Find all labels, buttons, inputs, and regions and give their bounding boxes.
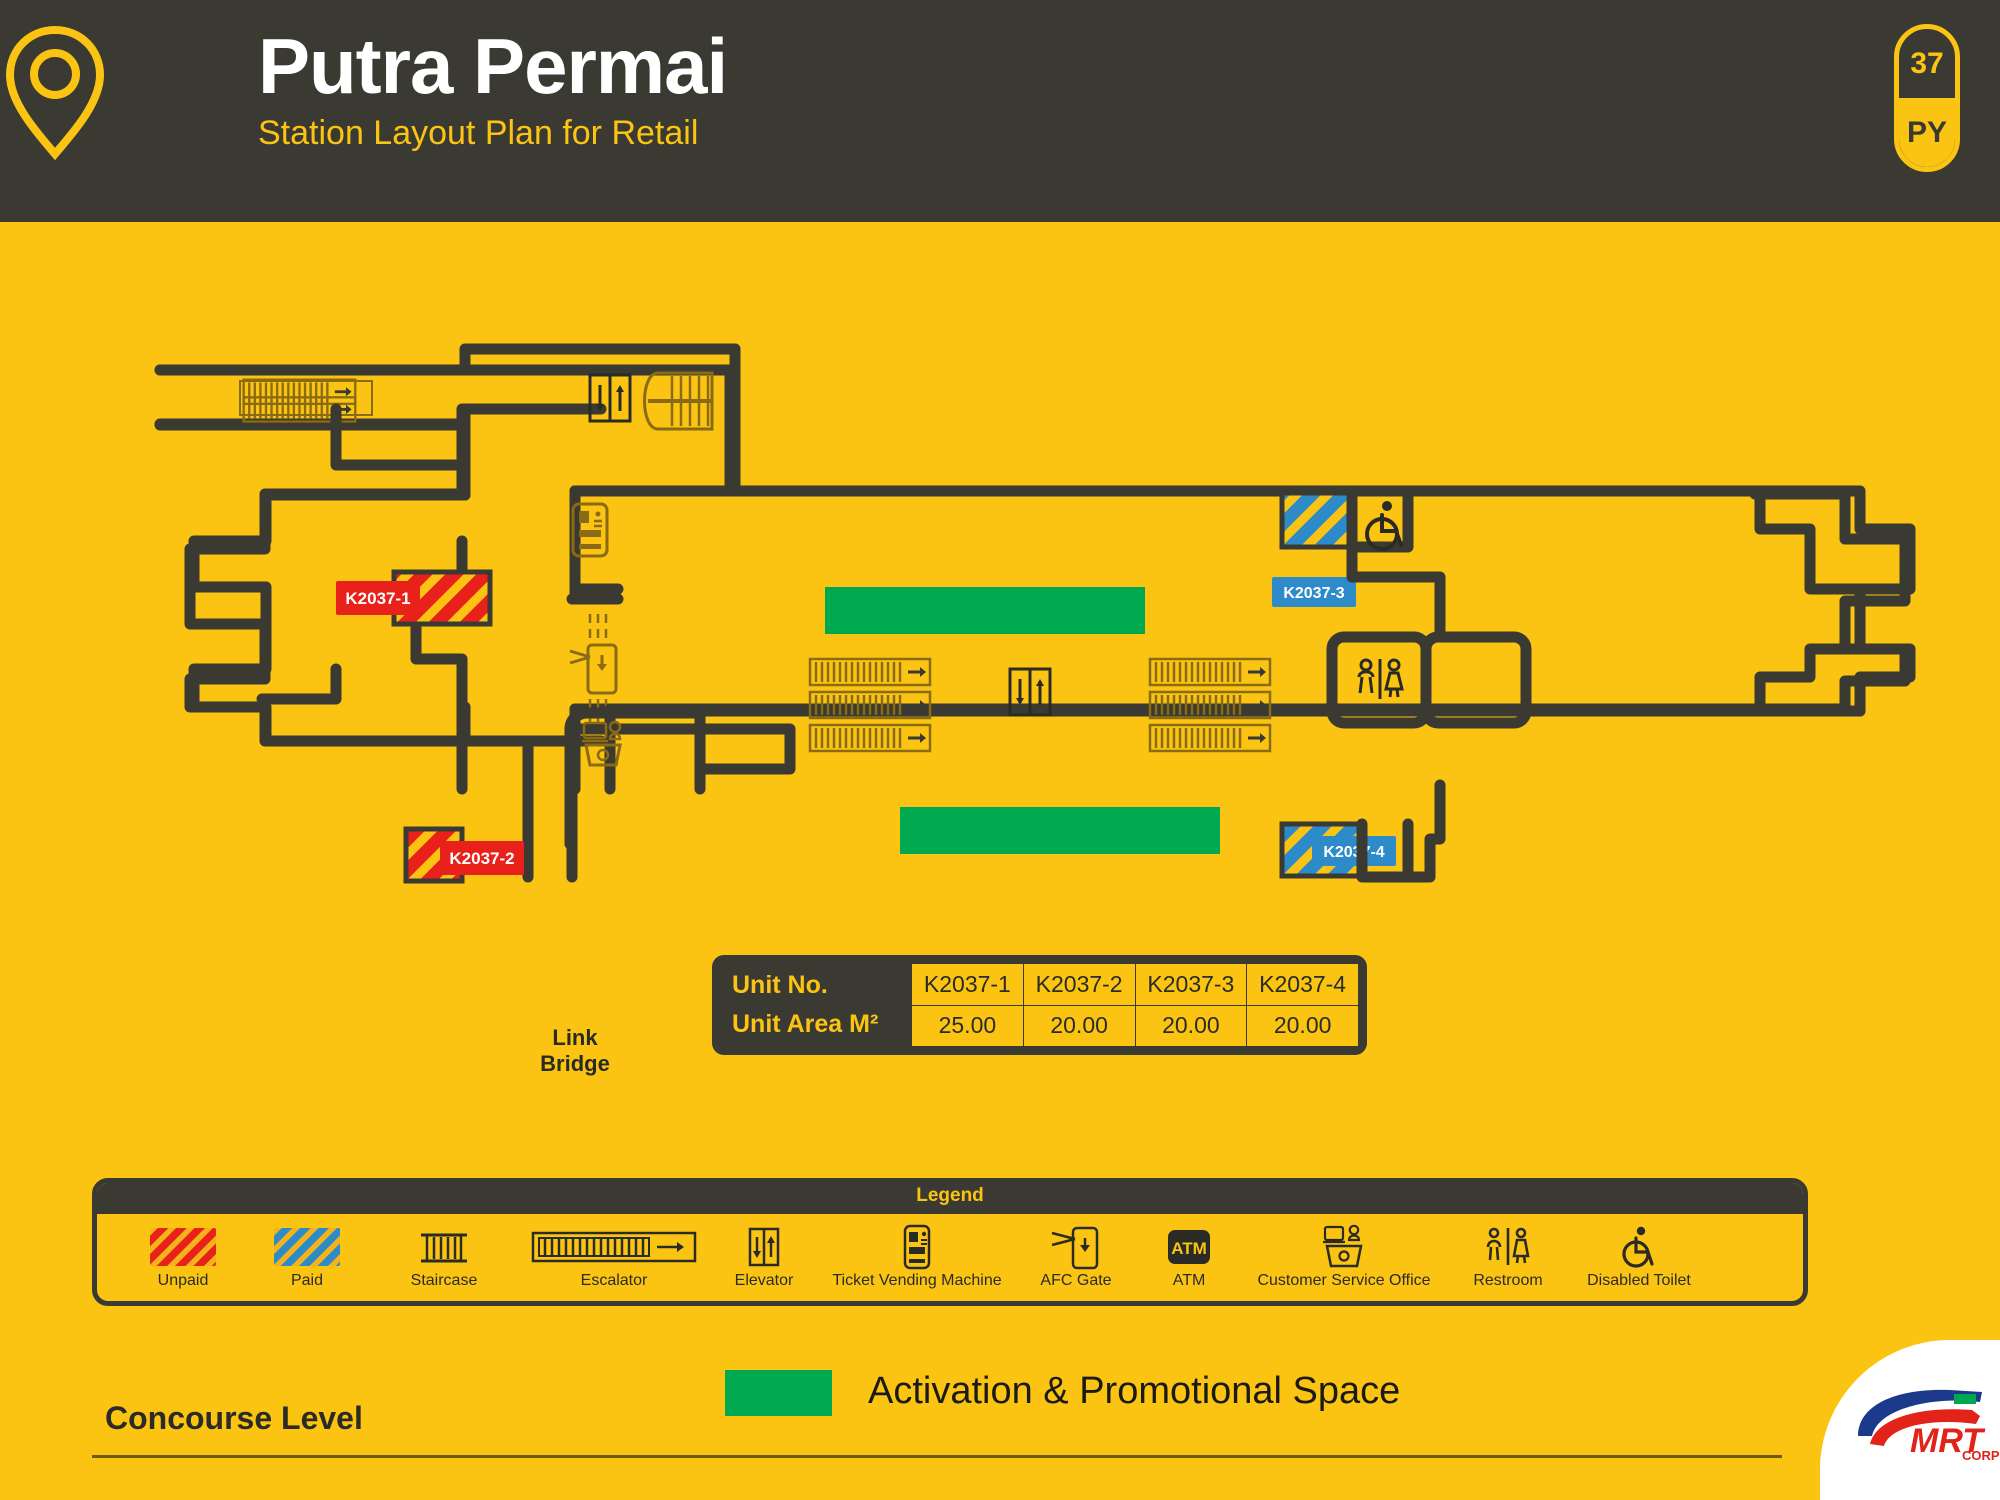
- page-title: Putra Permai: [258, 22, 728, 110]
- legend-item-elevator: Elevator: [709, 1220, 819, 1290]
- elevator-icon: [742, 1226, 786, 1268]
- legend-label: Elevator: [734, 1272, 794, 1289]
- mrt-corp-text: CORP: [1962, 1448, 2000, 1463]
- link-bridge-label: Link Bridge: [540, 1025, 610, 1077]
- unit-no-cell: K2037-4: [1247, 964, 1358, 1006]
- legend-item-afc-gate: AFC Gate: [1015, 1220, 1137, 1290]
- unit-K2037-1-label: K2037-1: [345, 589, 410, 608]
- promo-block-bottom: [900, 807, 1220, 854]
- unit-K2037-3-label-bg: [1272, 577, 1356, 607]
- title-block: Putra Permai Station Layout Plan for Ret…: [258, 22, 728, 153]
- mrt-logo-graphic: MRT CORP: [1858, 1389, 2000, 1463]
- atm-icon: ATM: [1163, 1226, 1215, 1268]
- unit-table-column: K2037-4 20.00: [1246, 964, 1358, 1046]
- station-floor-plan: K2037-1 K2037-2 K2037-3 K2037-4 ATM Link…: [0, 229, 2000, 1076]
- legend-item-unpaid: Unpaid: [121, 1220, 245, 1290]
- station-code-badge: 37 PY: [1894, 24, 1960, 172]
- staircase-icon: [420, 1226, 468, 1268]
- unit-table-grid: K2037-1 25.00 K2037-2 20.00 K2037-3 20.0…: [912, 964, 1358, 1046]
- legend-title: Legend: [97, 1183, 1803, 1214]
- legend-item-escalator: Escalator: [519, 1220, 709, 1290]
- legend-items: Unpaid Paid: [97, 1214, 1803, 1296]
- unit-no-cell: K2037-2: [1023, 964, 1135, 1006]
- unit-table-column: K2037-3 20.00: [1134, 964, 1247, 1046]
- page-header: Putra Permai Station Layout Plan for Ret…: [0, 0, 2000, 222]
- promo-space-label: Activation & Promotional Space: [868, 1370, 1401, 1412]
- unpaid-hatch-swatch: [150, 1226, 216, 1268]
- location-pin-icon: [5, 25, 105, 161]
- afc-gate-icon: [1049, 1226, 1103, 1270]
- unit-K2037-2-label-bg: [440, 841, 524, 875]
- restroom-icon: [1483, 1226, 1533, 1268]
- unit-K2037-4-label-bg: [1312, 836, 1396, 866]
- unit-area-label: Unit Area M²: [732, 1010, 879, 1038]
- legend-label: Restroom: [1473, 1272, 1543, 1289]
- header-underline: [0, 222, 2000, 229]
- legend-label: Unpaid: [157, 1272, 209, 1289]
- legend-label: Paid: [290, 1272, 324, 1289]
- svg-text:ATM: ATM: [1171, 1239, 1207, 1258]
- ticket-vending-machine-icon: [898, 1224, 936, 1270]
- escalator-upper-left: [239, 378, 373, 423]
- unit-table-row-labels: Unit No. Unit Area M²: [712, 955, 912, 1055]
- station-code: PY: [1899, 98, 1955, 167]
- legend-item-atm: ATM ATM: [1137, 1220, 1241, 1290]
- legend-item-paid: Paid: [245, 1220, 369, 1290]
- legend-item-disabled-toilet: Disabled Toilet: [1569, 1220, 1709, 1290]
- unit-no-cell: K2037-1: [912, 964, 1023, 1006]
- footer-divider: [92, 1455, 1782, 1458]
- restroom-icon-map: [1357, 657, 1404, 701]
- legend-label: ATM: [1172, 1272, 1206, 1289]
- unit-area-cell: 20.00: [1247, 1005, 1358, 1046]
- legend-panel: Legend Unpaid: [92, 1178, 1808, 1306]
- station-number: 37: [1910, 46, 1944, 80]
- concourse-level-label: Concourse Level: [105, 1400, 363, 1436]
- unit-no-cell: K2037-3: [1135, 964, 1247, 1006]
- link-bridge-walls: [522, 738, 578, 883]
- promo-block-top: [825, 587, 1145, 634]
- mrt-corp-logo: MRT CORP: [1810, 1330, 2000, 1500]
- legend-item-restroom: Restroom: [1447, 1220, 1569, 1290]
- mrt-wordmark: MRT: [1910, 1422, 1986, 1460]
- legend-item-cso: Customer Service Office: [1241, 1220, 1447, 1290]
- unit-area-cell: 20.00: [1023, 1005, 1135, 1046]
- unit-no-label: Unit No.: [732, 971, 828, 1000]
- paid-hatch-swatch: [274, 1226, 340, 1268]
- unit-area-cell: 25.00: [912, 1005, 1023, 1046]
- legend-item-tvm: Ticket Vending Machine: [819, 1220, 1015, 1290]
- legend-label: Escalator: [580, 1272, 648, 1289]
- page-subtitle: Station Layout Plan for Retail: [258, 113, 699, 152]
- legend-label: AFC Gate: [1040, 1272, 1112, 1289]
- disabled-toilet-icon: [1615, 1226, 1663, 1268]
- unit-K2037-3-label: K2037-3: [1283, 585, 1344, 602]
- unit-K2037-2-label: K2037-2: [449, 849, 514, 868]
- unit-K2037-4-label: K2037-4: [1323, 844, 1384, 861]
- staircase-upper: [643, 371, 714, 431]
- legend-label: Customer Service Office: [1257, 1272, 1431, 1289]
- unit-K2037-1-label-bg: [336, 581, 420, 615]
- unit-table-column: K2037-1 25.00: [912, 964, 1023, 1046]
- unit-K2037-3-shape[interactable]: [1279, 490, 1355, 550]
- escalator-icon: [531, 1226, 697, 1268]
- unit-summary-table: Unit No. Unit Area M² K2037-1 25.00 K203…: [712, 955, 1367, 1055]
- unit-area-cell: 20.00: [1135, 1005, 1247, 1046]
- legend-label: Staircase: [410, 1272, 478, 1289]
- legend-item-staircase: Staircase: [369, 1220, 519, 1290]
- unit-table-column: K2037-2 20.00: [1022, 964, 1135, 1046]
- customer-service-office-icon: [1320, 1224, 1368, 1268]
- legend-label: Ticket Vending Machine: [832, 1272, 1002, 1289]
- legend-label: Disabled Toilet: [1587, 1272, 1691, 1289]
- promo-color-swatch: [725, 1370, 832, 1416]
